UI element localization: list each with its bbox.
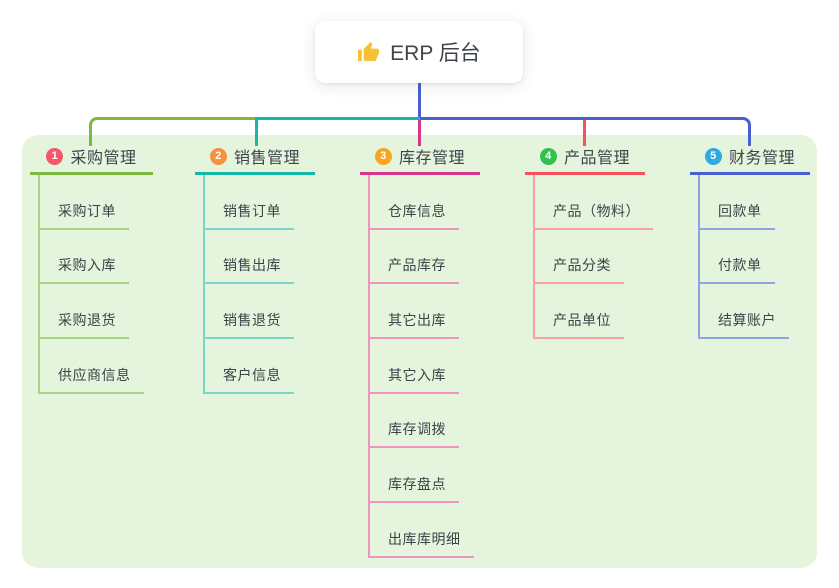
- connector-bus-purchase: [89, 117, 255, 146]
- branch-title-finance[interactable]: 5 财务管理: [690, 140, 810, 175]
- child-node[interactable]: 出库库明细: [370, 529, 474, 558]
- branch-inventory: 3 库存管理 仓库信息 产品库存 其它出库 其它入库 库存调拨 库存盘点 出库库…: [360, 140, 480, 558]
- child-node[interactable]: 产品（物料）: [535, 201, 653, 230]
- thumbs-up-icon: [358, 41, 380, 61]
- branch-number-badge: 4: [539, 147, 557, 165]
- branch-number-badge: 1: [46, 147, 64, 165]
- child-node[interactable]: 采购入库: [40, 255, 129, 285]
- branch-children-finance: 回款单 付款单 结算账户: [698, 175, 789, 340]
- branch-label: 产品管理: [563, 150, 630, 167]
- branch-number-badge: 5: [704, 147, 722, 165]
- connector-bus-finance: [420, 117, 751, 146]
- child-node[interactable]: 产品单位: [535, 310, 624, 340]
- child-node[interactable]: 销售订单: [205, 201, 294, 230]
- connector-drop-product: [583, 120, 586, 146]
- branch-label: 财务管理: [728, 150, 795, 167]
- child-node[interactable]: 仓库信息: [370, 201, 459, 230]
- child-node[interactable]: 客户信息: [205, 365, 294, 394]
- branch-number-badge: 3: [374, 147, 392, 165]
- child-node[interactable]: 销售退货: [205, 310, 294, 340]
- connector-bus-sales: [255, 117, 420, 146]
- child-node[interactable]: 采购退货: [40, 310, 129, 340]
- child-node[interactable]: 结算账户: [700, 310, 789, 340]
- connector-drop-inventory: [418, 120, 421, 146]
- branch-children-purchase: 采购订单 采购入库 采购退货 供应商信息: [38, 175, 144, 394]
- branch-children-product: 产品（物料） 产品分类 产品单位: [533, 175, 653, 340]
- child-node[interactable]: 库存盘点: [370, 474, 459, 504]
- branch-sales: 2 销售管理 销售订单 销售出库 销售退货 客户信息: [195, 140, 315, 394]
- branch-label: 库存管理: [398, 150, 465, 167]
- branch-title-product[interactable]: 4 产品管理: [525, 140, 645, 175]
- branch-number-badge: 2: [209, 147, 227, 165]
- root-node-label: ERP 后台: [390, 42, 481, 65]
- mindmap-canvas-panel: [22, 135, 817, 568]
- child-node[interactable]: 回款单: [700, 201, 775, 230]
- child-node[interactable]: 销售出库: [205, 255, 294, 285]
- root-node-erp[interactable]: ERP 后台: [315, 21, 523, 83]
- branch-purchase: 1 采购管理 采购订单 采购入库 采购退货 供应商信息: [30, 140, 153, 394]
- branch-title-sales[interactable]: 2 销售管理: [195, 140, 315, 175]
- branch-children-sales: 销售订单 销售出库 销售退货 客户信息: [203, 175, 294, 394]
- branch-label: 销售管理: [233, 150, 300, 167]
- branch-title-purchase[interactable]: 1 采购管理: [30, 140, 153, 175]
- child-node[interactable]: 付款单: [700, 255, 775, 285]
- branch-finance: 5 财务管理 回款单 付款单 结算账户: [690, 140, 810, 340]
- connector-root-drop: [418, 82, 421, 118]
- child-node[interactable]: 其它入库: [370, 365, 459, 394]
- child-node[interactable]: 产品分类: [535, 255, 624, 285]
- branch-label: 采购管理: [70, 150, 137, 167]
- child-node[interactable]: 产品库存: [370, 255, 459, 285]
- child-node[interactable]: 库存调拨: [370, 419, 459, 449]
- branch-product: 4 产品管理 产品（物料） 产品分类 产品单位: [525, 140, 653, 340]
- branch-title-inventory[interactable]: 3 库存管理: [360, 140, 480, 175]
- branch-children-inventory: 仓库信息 产品库存 其它出库 其它入库 库存调拨 库存盘点 出库库明细: [368, 175, 474, 558]
- child-node[interactable]: 其它出库: [370, 310, 459, 340]
- child-node[interactable]: 供应商信息: [40, 365, 144, 394]
- child-node[interactable]: 采购订单: [40, 201, 129, 230]
